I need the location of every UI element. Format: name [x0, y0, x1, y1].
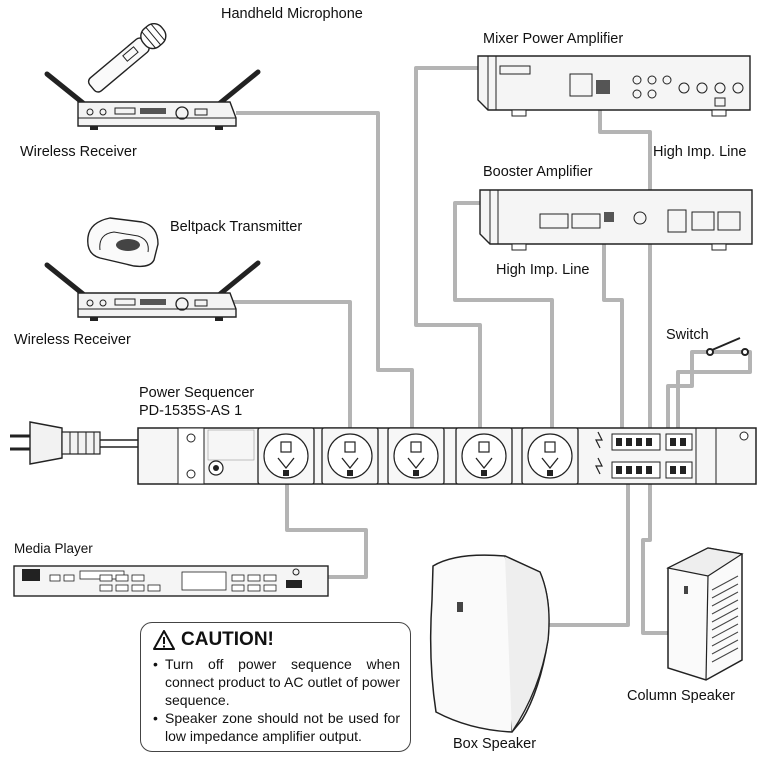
booster-amplifier-icon	[479, 189, 753, 251]
ac-outlet-4-icon	[455, 427, 513, 485]
caution-item-2: Speaker zone should not be used for low …	[153, 709, 400, 745]
cable-receiver2-power	[232, 300, 352, 440]
wireless-receiver-1-icon	[44, 69, 261, 130]
label-high-imp-line-2: High Imp. Line	[496, 262, 590, 278]
label-wireless-receiver-1: Wireless Receiver	[20, 144, 137, 160]
mixer-power-amplifier-icon	[477, 55, 751, 117]
label-media-player: Media Player	[14, 541, 93, 556]
label-power-sequencer: Power Sequencer	[139, 385, 255, 401]
beltpack-transmitter-icon	[87, 217, 159, 268]
ac-outlet-2-icon	[321, 427, 379, 485]
label-booster-amplifier: Booster Amplifier	[483, 164, 593, 180]
caution-heading: CAUTION!	[153, 629, 400, 651]
cable-column-speaker	[641, 478, 668, 635]
ac-outlet-3-icon	[387, 427, 445, 485]
cable-box-speaker	[540, 478, 630, 627]
cable-receiver1-power	[236, 111, 414, 440]
label-wireless-receiver-2: Wireless Receiver	[14, 332, 131, 348]
column-speaker-icon	[666, 547, 744, 681]
label-beltpack-transmitter: Beltpack Transmitter	[170, 219, 303, 235]
label-mixer-power-amplifier: Mixer Power Amplifier	[483, 31, 624, 47]
label-high-imp-line-1: High Imp. Line	[653, 144, 747, 160]
cable-switch	[676, 350, 752, 440]
cable-mixer-line	[598, 88, 652, 440]
cable-media-player	[285, 478, 368, 579]
label-model: PD-1535S-AS 1	[139, 403, 243, 419]
cable-booster-line	[602, 224, 624, 440]
media-player-icon	[13, 565, 329, 597]
wireless-receiver-2-icon	[44, 260, 261, 321]
label-handheld-microphone: Handheld Microphone	[221, 6, 363, 22]
cable-booster-power	[453, 201, 554, 440]
label-column-speaker: Column Speaker	[627, 688, 735, 704]
caution-title: CAUTION!	[181, 629, 274, 650]
power-sequencer-icon	[137, 427, 757, 485]
label-switch: Switch	[666, 327, 709, 343]
box-speaker-icon	[429, 554, 550, 733]
warning-icon	[153, 630, 175, 650]
ac-outlet-1-icon	[257, 427, 315, 485]
cable-mixer-power	[414, 66, 487, 440]
ac-outlet-5-icon	[521, 427, 579, 485]
caution-list: Turn off power sequence when connect pro…	[153, 655, 400, 745]
caution-item-1: Turn off power sequence when connect pro…	[153, 655, 400, 709]
caution-box: CAUTION! Turn off power sequence when co…	[140, 622, 411, 752]
label-box-speaker: Box Speaker	[453, 736, 537, 752]
handheld-microphone-icon	[87, 22, 167, 93]
switch-icon	[706, 337, 749, 356]
